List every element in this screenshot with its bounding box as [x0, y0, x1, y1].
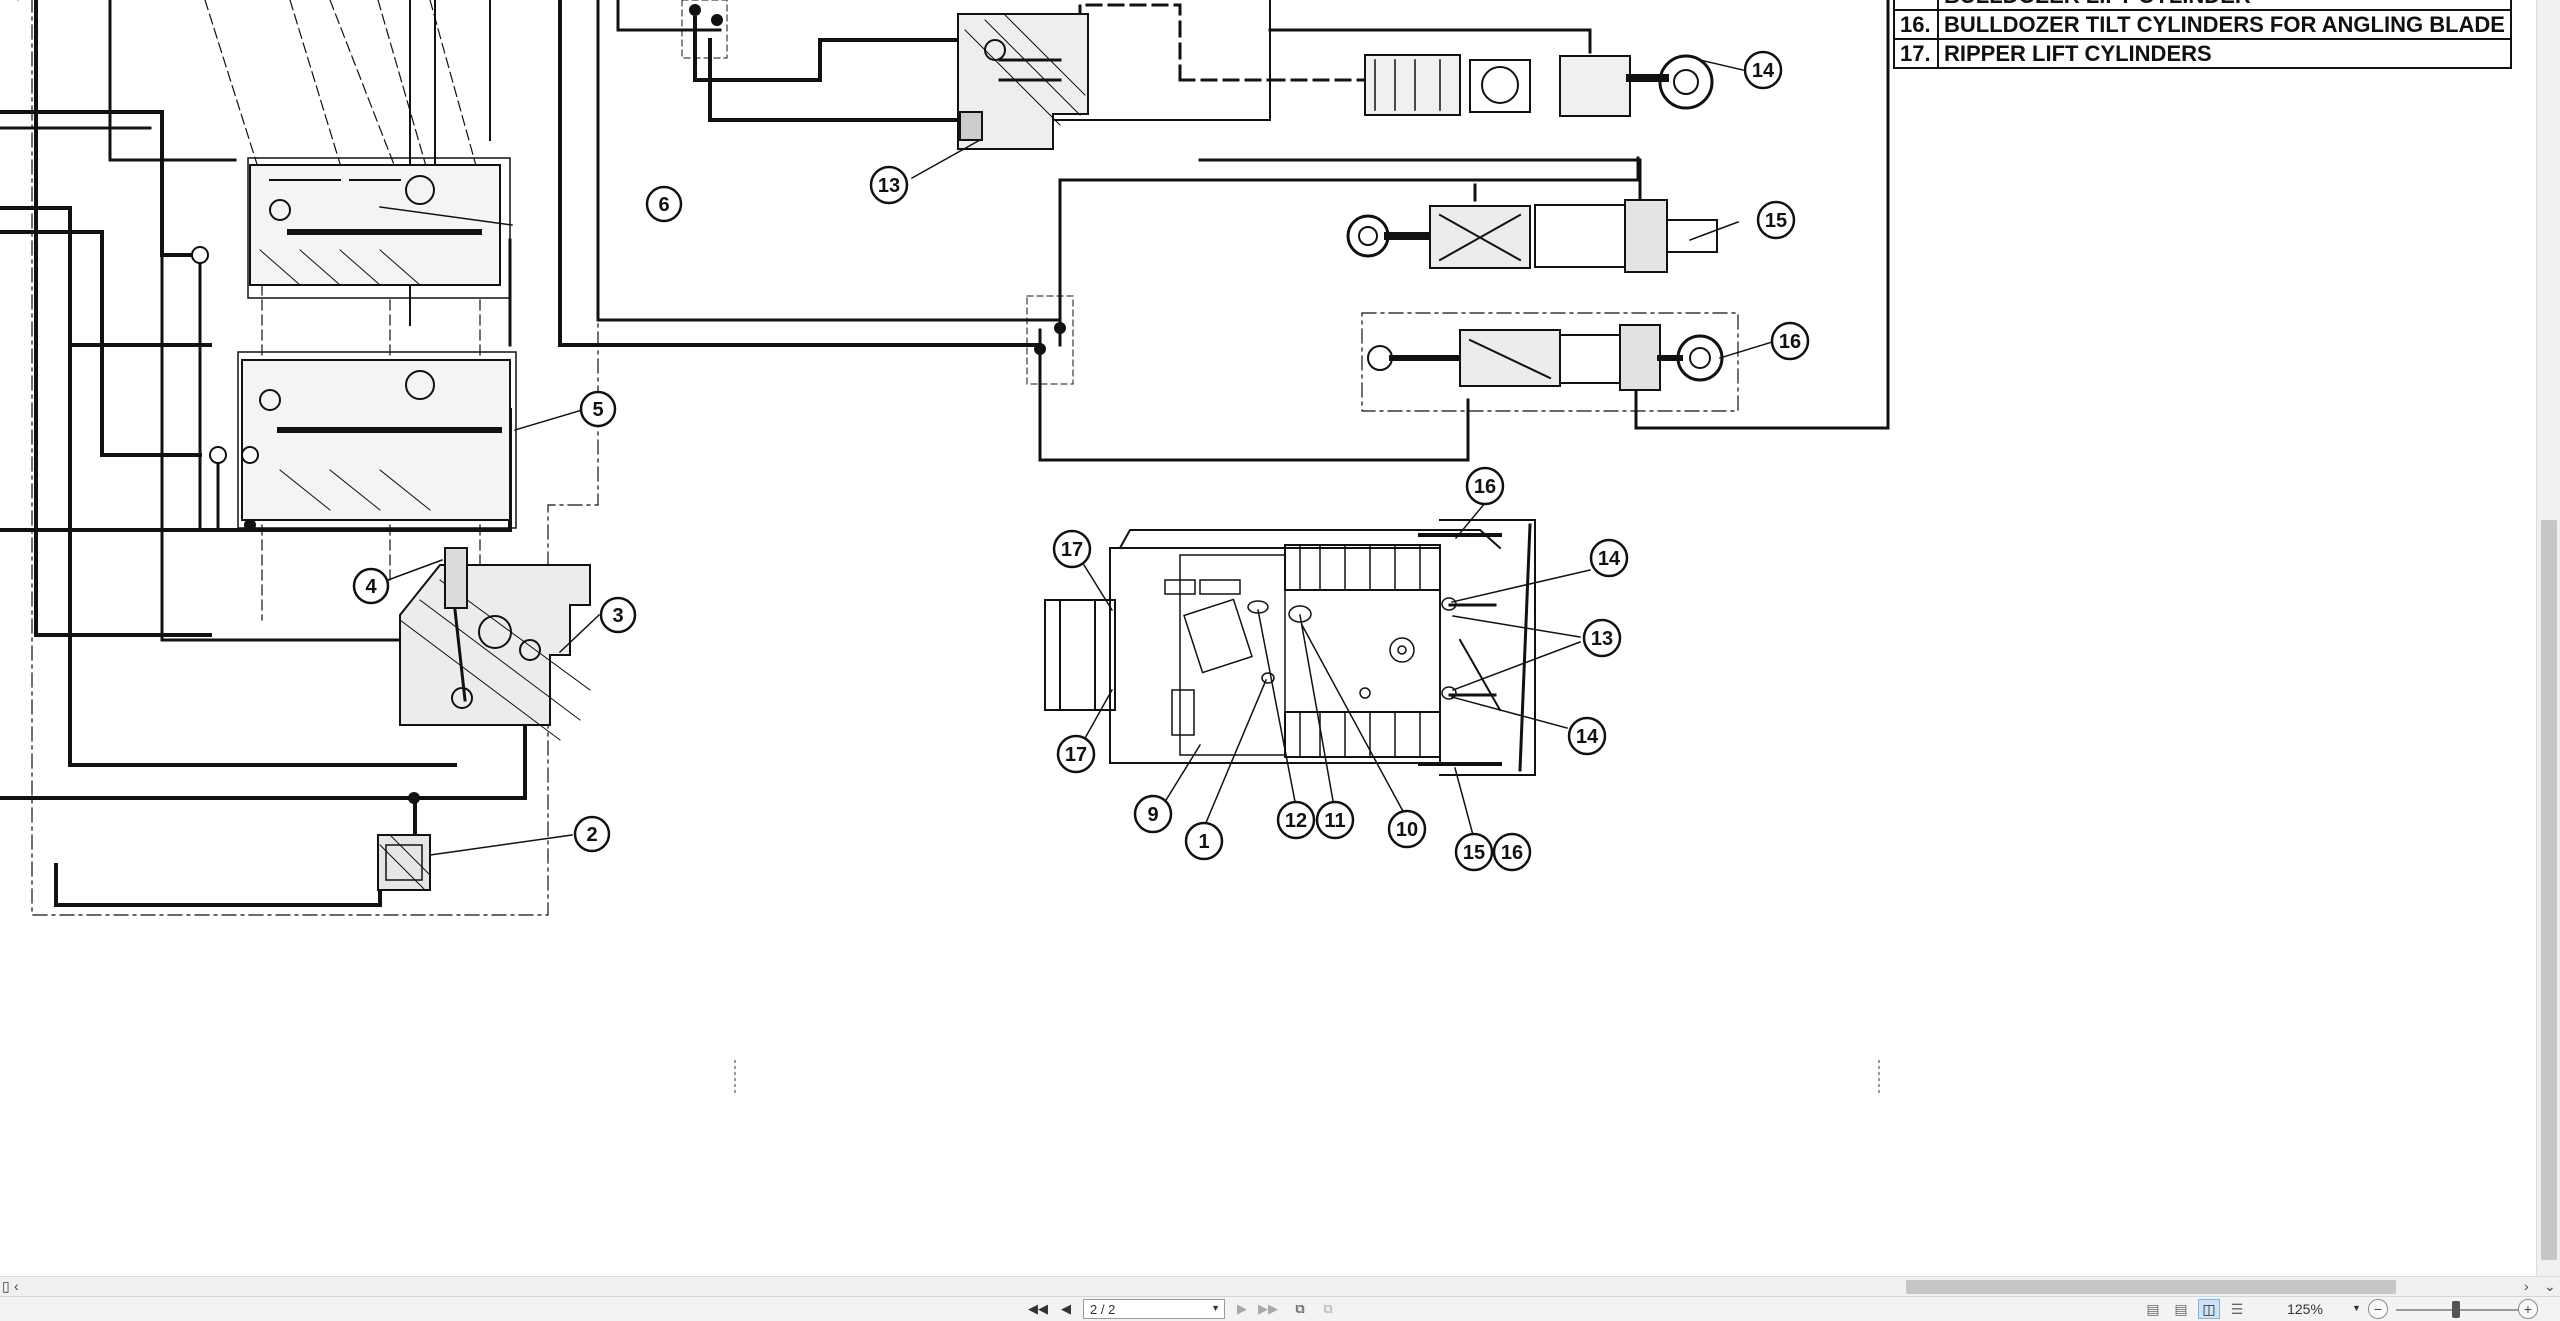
previous-page-button[interactable]: ◀ — [1056, 1299, 1076, 1319]
overview-callout-12: 12 — [1276, 800, 1316, 840]
first-page-button[interactable]: ◀◀ — [1028, 1299, 1048, 1319]
svg-text:16: 16 — [1779, 331, 1801, 353]
page-number-field[interactable]: 2 / 2 ▼ — [1083, 1299, 1225, 1319]
horizontal-scrollbar-thumb[interactable] — [1906, 1280, 2396, 1294]
overview-callout-11: 11 — [1315, 800, 1355, 840]
svg-text:16: 16 — [1474, 476, 1496, 498]
callout-4: 4 — [352, 567, 390, 605]
continuous-view-icon: ▤ — [2174, 1300, 2188, 1317]
svg-text:3: 3 — [612, 605, 623, 627]
overview-callout-10: 10 — [1387, 809, 1427, 849]
legend-number: 17. — [1893, 38, 1939, 69]
legend-number — [1893, 0, 1939, 11]
document-view[interactable]: 6 5 4 3 2 13 14 15 16 16 17 17 14 13 14 … — [0, 0, 2536, 1276]
overview-callout-17-bottom: 17 — [1056, 734, 1096, 774]
overview-callout-16: 16 — [1465, 466, 1505, 506]
scroll-down-arrow-icon[interactable]: ⌄ — [2544, 1278, 2556, 1294]
svg-text:9: 9 — [1147, 804, 1158, 826]
zoom-in-icon: + — [2523, 1301, 2533, 1317]
svg-text:15: 15 — [1463, 842, 1485, 864]
vertical-scrollbar[interactable] — [2536, 0, 2560, 1276]
svg-text:17: 17 — [1065, 744, 1087, 766]
svg-text:16: 16 — [1501, 842, 1523, 864]
next-page-button[interactable]: ▶ — [1232, 1299, 1252, 1319]
overview-callout-15: 15 — [1454, 832, 1494, 872]
overview-callout-14-top: 14 — [1589, 538, 1629, 578]
svg-text:14: 14 — [1598, 548, 1621, 570]
book-view-button[interactable]: ☰ — [2226, 1299, 2248, 1319]
next-view-button[interactable]: ⧉ — [1318, 1299, 1338, 1319]
overview-callout-14-bottom: 14 — [1567, 716, 1607, 756]
svg-text:2: 2 — [586, 824, 597, 846]
svg-text:14: 14 — [1576, 726, 1599, 748]
legend-text: BULLDOZER TILT CYLINDERS FOR ANGLING BLA… — [1937, 9, 2512, 40]
last-page-icon: ▶▶ — [1258, 1301, 1278, 1316]
zoom-out-button[interactable]: − — [2368, 1299, 2388, 1319]
callout-6: 6 — [645, 185, 683, 223]
svg-text:10: 10 — [1396, 819, 1418, 841]
scroll-left-split-icon[interactable]: ▯ — [2, 1278, 10, 1294]
overview-callout-9: 9 — [1133, 794, 1173, 834]
previous-view-button[interactable]: ⧉ — [1290, 1299, 1310, 1319]
callout-14: 14 — [1743, 50, 1783, 90]
legend-row: 17. RIPPER LIFT CYLINDERS — [1893, 38, 2512, 69]
callout-5: 5 — [579, 390, 617, 428]
legend-number: 16. — [1893, 9, 1939, 40]
previous-view-icon: ⧉ — [1295, 1301, 1305, 1316]
svg-text:13: 13 — [1591, 628, 1613, 650]
svg-text:4: 4 — [365, 576, 377, 598]
legend-row: BULLDOZER LIFT CYLINDER — [1893, 0, 2512, 11]
parts-legend-table: BULLDOZER LIFT CYLINDER 16. BULLDOZER TI… — [1893, 0, 2512, 69]
chevron-down-icon: ▼ — [1211, 1303, 1220, 1313]
facing-pages-view-icon: ◫ — [2202, 1300, 2216, 1317]
zoom-in-button[interactable]: + — [2518, 1299, 2538, 1319]
svg-text:17: 17 — [1061, 539, 1083, 561]
callout-16: 16 — [1770, 321, 1810, 361]
callout-13: 13 — [869, 165, 909, 205]
horizontal-scrollbar[interactable]: ▯ ‹ › ⌄ — [0, 1276, 2560, 1296]
zoom-slider-handle[interactable] — [2452, 1301, 2460, 1318]
continuous-view-button[interactable]: ▤ — [2170, 1299, 2192, 1319]
previous-page-icon: ◀ — [1061, 1301, 1071, 1316]
chevron-down-icon[interactable]: ▼ — [2352, 1303, 2361, 1313]
overview-callout-17-top: 17 — [1052, 529, 1092, 569]
overview-callout-1: 1 — [1184, 821, 1224, 861]
book-view-icon: ☰ — [2230, 1300, 2244, 1317]
callout-15: 15 — [1756, 200, 1796, 240]
next-view-icon: ⧉ — [1323, 1301, 1333, 1316]
last-page-button[interactable]: ▶▶ — [1258, 1299, 1278, 1319]
single-page-view-button[interactable]: ▤ — [2142, 1299, 2164, 1319]
scroll-right-arrow-icon[interactable]: › — [2524, 1278, 2529, 1294]
next-page-icon: ▶ — [1237, 1301, 1247, 1316]
callout-3: 3 — [599, 596, 637, 634]
facing-pages-view-button[interactable]: ◫ — [2198, 1299, 2220, 1319]
svg-text:6: 6 — [658, 194, 669, 216]
svg-text:11: 11 — [1324, 810, 1345, 832]
zoom-out-icon: − — [2373, 1301, 2383, 1317]
legend-text: BULLDOZER LIFT CYLINDER — [1937, 0, 2512, 11]
callout-2: 2 — [573, 815, 611, 853]
legend-text: RIPPER LIFT CYLINDERS — [1937, 38, 2512, 69]
svg-text:13: 13 — [878, 175, 900, 197]
legend-row: 16. BULLDOZER TILT CYLINDERS FOR ANGLING… — [1893, 9, 2512, 40]
overview-callout-16-bottom: 16 — [1492, 832, 1532, 872]
vertical-scrollbar-thumb[interactable] — [2541, 520, 2557, 1260]
svg-text:1: 1 — [1198, 831, 1209, 853]
status-bar: ◀◀ ◀ 2 / 2 ▼ ▶ ▶▶ ⧉ ⧉ ▤ ▤ ◫ ☰ 125% ▼ − + — [0, 1296, 2560, 1321]
page-indicator: 2 / 2 — [1090, 1301, 1116, 1317]
hydraulic-schematic-drawing: 6 5 4 3 2 13 14 15 16 16 17 17 14 13 14 … — [0, 0, 1890, 1095]
first-page-icon: ◀◀ — [1028, 1301, 1048, 1316]
svg-text:12: 12 — [1285, 810, 1307, 832]
overview-callout-13: 13 — [1582, 618, 1622, 658]
single-page-view-icon: ▤ — [2146, 1300, 2160, 1317]
zoom-level[interactable]: 125% — [2287, 1301, 2323, 1317]
svg-text:5: 5 — [592, 399, 603, 421]
svg-text:14: 14 — [1752, 60, 1775, 82]
svg-text:15: 15 — [1765, 210, 1787, 232]
scroll-left-arrow-icon[interactable]: ‹ — [14, 1278, 19, 1294]
